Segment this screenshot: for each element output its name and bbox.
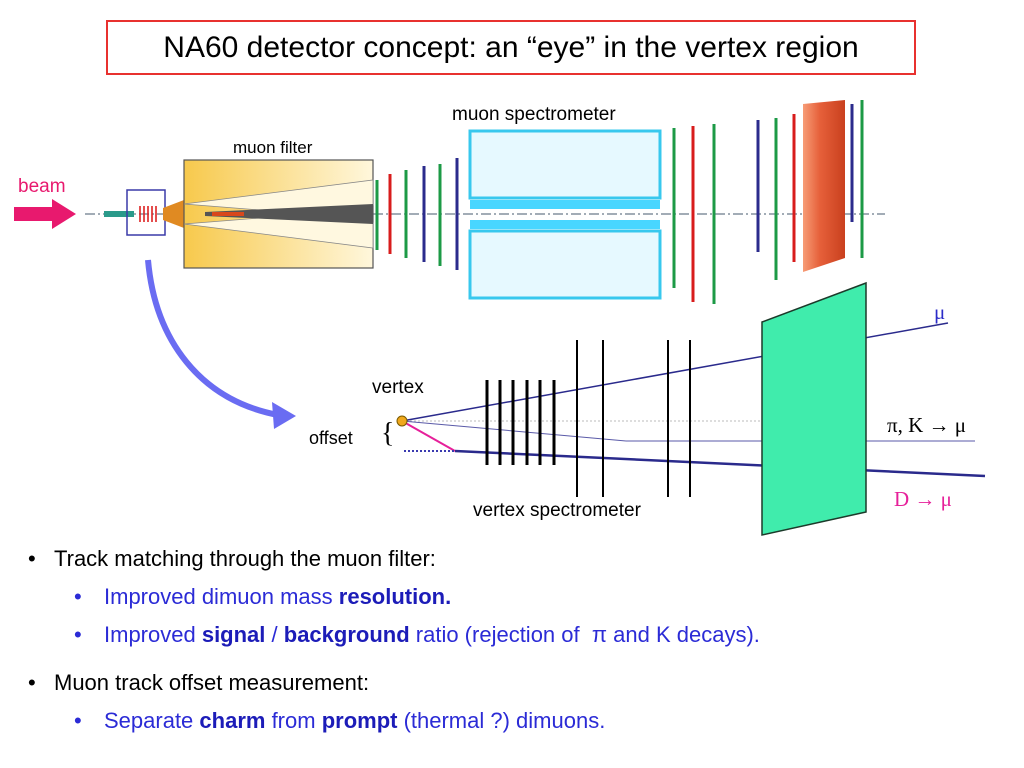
zoom-arrow <box>145 259 279 418</box>
vertex-telescope-planes <box>139 206 157 222</box>
text-run: (thermal ?) dimuons. <box>397 708 606 733</box>
text-run: Separate <box>104 708 200 733</box>
detector-diagram <box>14 100 986 536</box>
tracking-stations <box>375 100 864 304</box>
zoom-arrowhead <box>272 402 296 429</box>
absorber-inner-target <box>212 212 244 216</box>
bold-run: resolution. <box>338 584 452 609</box>
bullet-1-sub-1: • Improved dimuon mass resolution. <box>28 578 1018 616</box>
bullet-dot: • <box>28 670 36 695</box>
bullet-1: • Track matching through the muon filter… <box>28 540 1018 578</box>
vertex-dot <box>396 415 408 427</box>
vertex-label: vertex <box>372 377 424 398</box>
dipole-upper-bar <box>470 200 660 209</box>
bold-run: signal <box>201 622 266 647</box>
bullet-2-sub-1: • Separate charm from prompt (thermal ?)… <box>28 702 1018 740</box>
bullet-sub-text: Improved signal / background ratio (reje… <box>104 622 760 648</box>
vertex-planes <box>485 380 556 465</box>
mu-label: μ <box>934 300 946 324</box>
track-d-muon <box>454 449 986 478</box>
muon-filter-eye <box>761 281 867 536</box>
iron-wall <box>803 100 845 272</box>
bold-run: charm <box>199 708 266 733</box>
muon-spectrometer-label: muon spectrometer <box>452 104 616 125</box>
offset-label: offset <box>309 428 353 448</box>
muon-filter-label: muon filter <box>233 138 313 157</box>
bullet-1-sub-2: • Improved signal / background ratio (re… <box>28 616 1018 654</box>
bullet-2-text: Muon track offset measurement: <box>54 670 370 695</box>
bullet-2: • Muon track offset measurement: <box>28 664 1018 702</box>
bold-run: background <box>283 622 410 647</box>
bullet-dot: • <box>74 584 82 609</box>
track-d <box>401 420 456 452</box>
text-run: from <box>265 708 322 733</box>
spectrometer-upper-box <box>468 129 662 200</box>
text-run: Improved dimuon mass <box>104 584 339 609</box>
beam-label: beam <box>18 176 66 197</box>
bold-run: prompt <box>321 708 398 733</box>
text-run: / <box>265 622 284 647</box>
bullet-dot: • <box>28 546 36 571</box>
slide-title: NA60 detector concept: an “eye” in the v… <box>106 20 916 75</box>
front-absorber-cone <box>163 200 184 228</box>
beam-arrow <box>14 199 76 229</box>
bullet-dot: • <box>74 622 82 647</box>
bullet-list: • Track matching through the muon filter… <box>28 540 1018 740</box>
bullet-sub-text: Improved dimuon mass resolution. <box>104 584 451 610</box>
bullet-1-text: Track matching through the muon filter: <box>54 546 436 571</box>
offset-brace: { <box>381 418 395 449</box>
dipole-lower-bar <box>470 220 660 229</box>
pi-k-mu-label: π, K → μ <box>887 413 967 437</box>
absorber-core <box>205 204 373 224</box>
vertex-spectrometer-label: vertex spectrometer <box>473 500 641 521</box>
d-mu-label: D → μ <box>894 487 952 511</box>
vertex-planes-far <box>576 340 691 497</box>
text-run: Improved <box>104 622 202 647</box>
text-run: ratio (rejection of π and K decays). <box>409 622 760 647</box>
spectrometer-lower-box <box>468 229 662 300</box>
target-tube <box>104 211 134 217</box>
bullet-sub-text: Separate charm from prompt (thermal ?) d… <box>104 708 605 734</box>
bullet-dot: • <box>74 708 82 733</box>
